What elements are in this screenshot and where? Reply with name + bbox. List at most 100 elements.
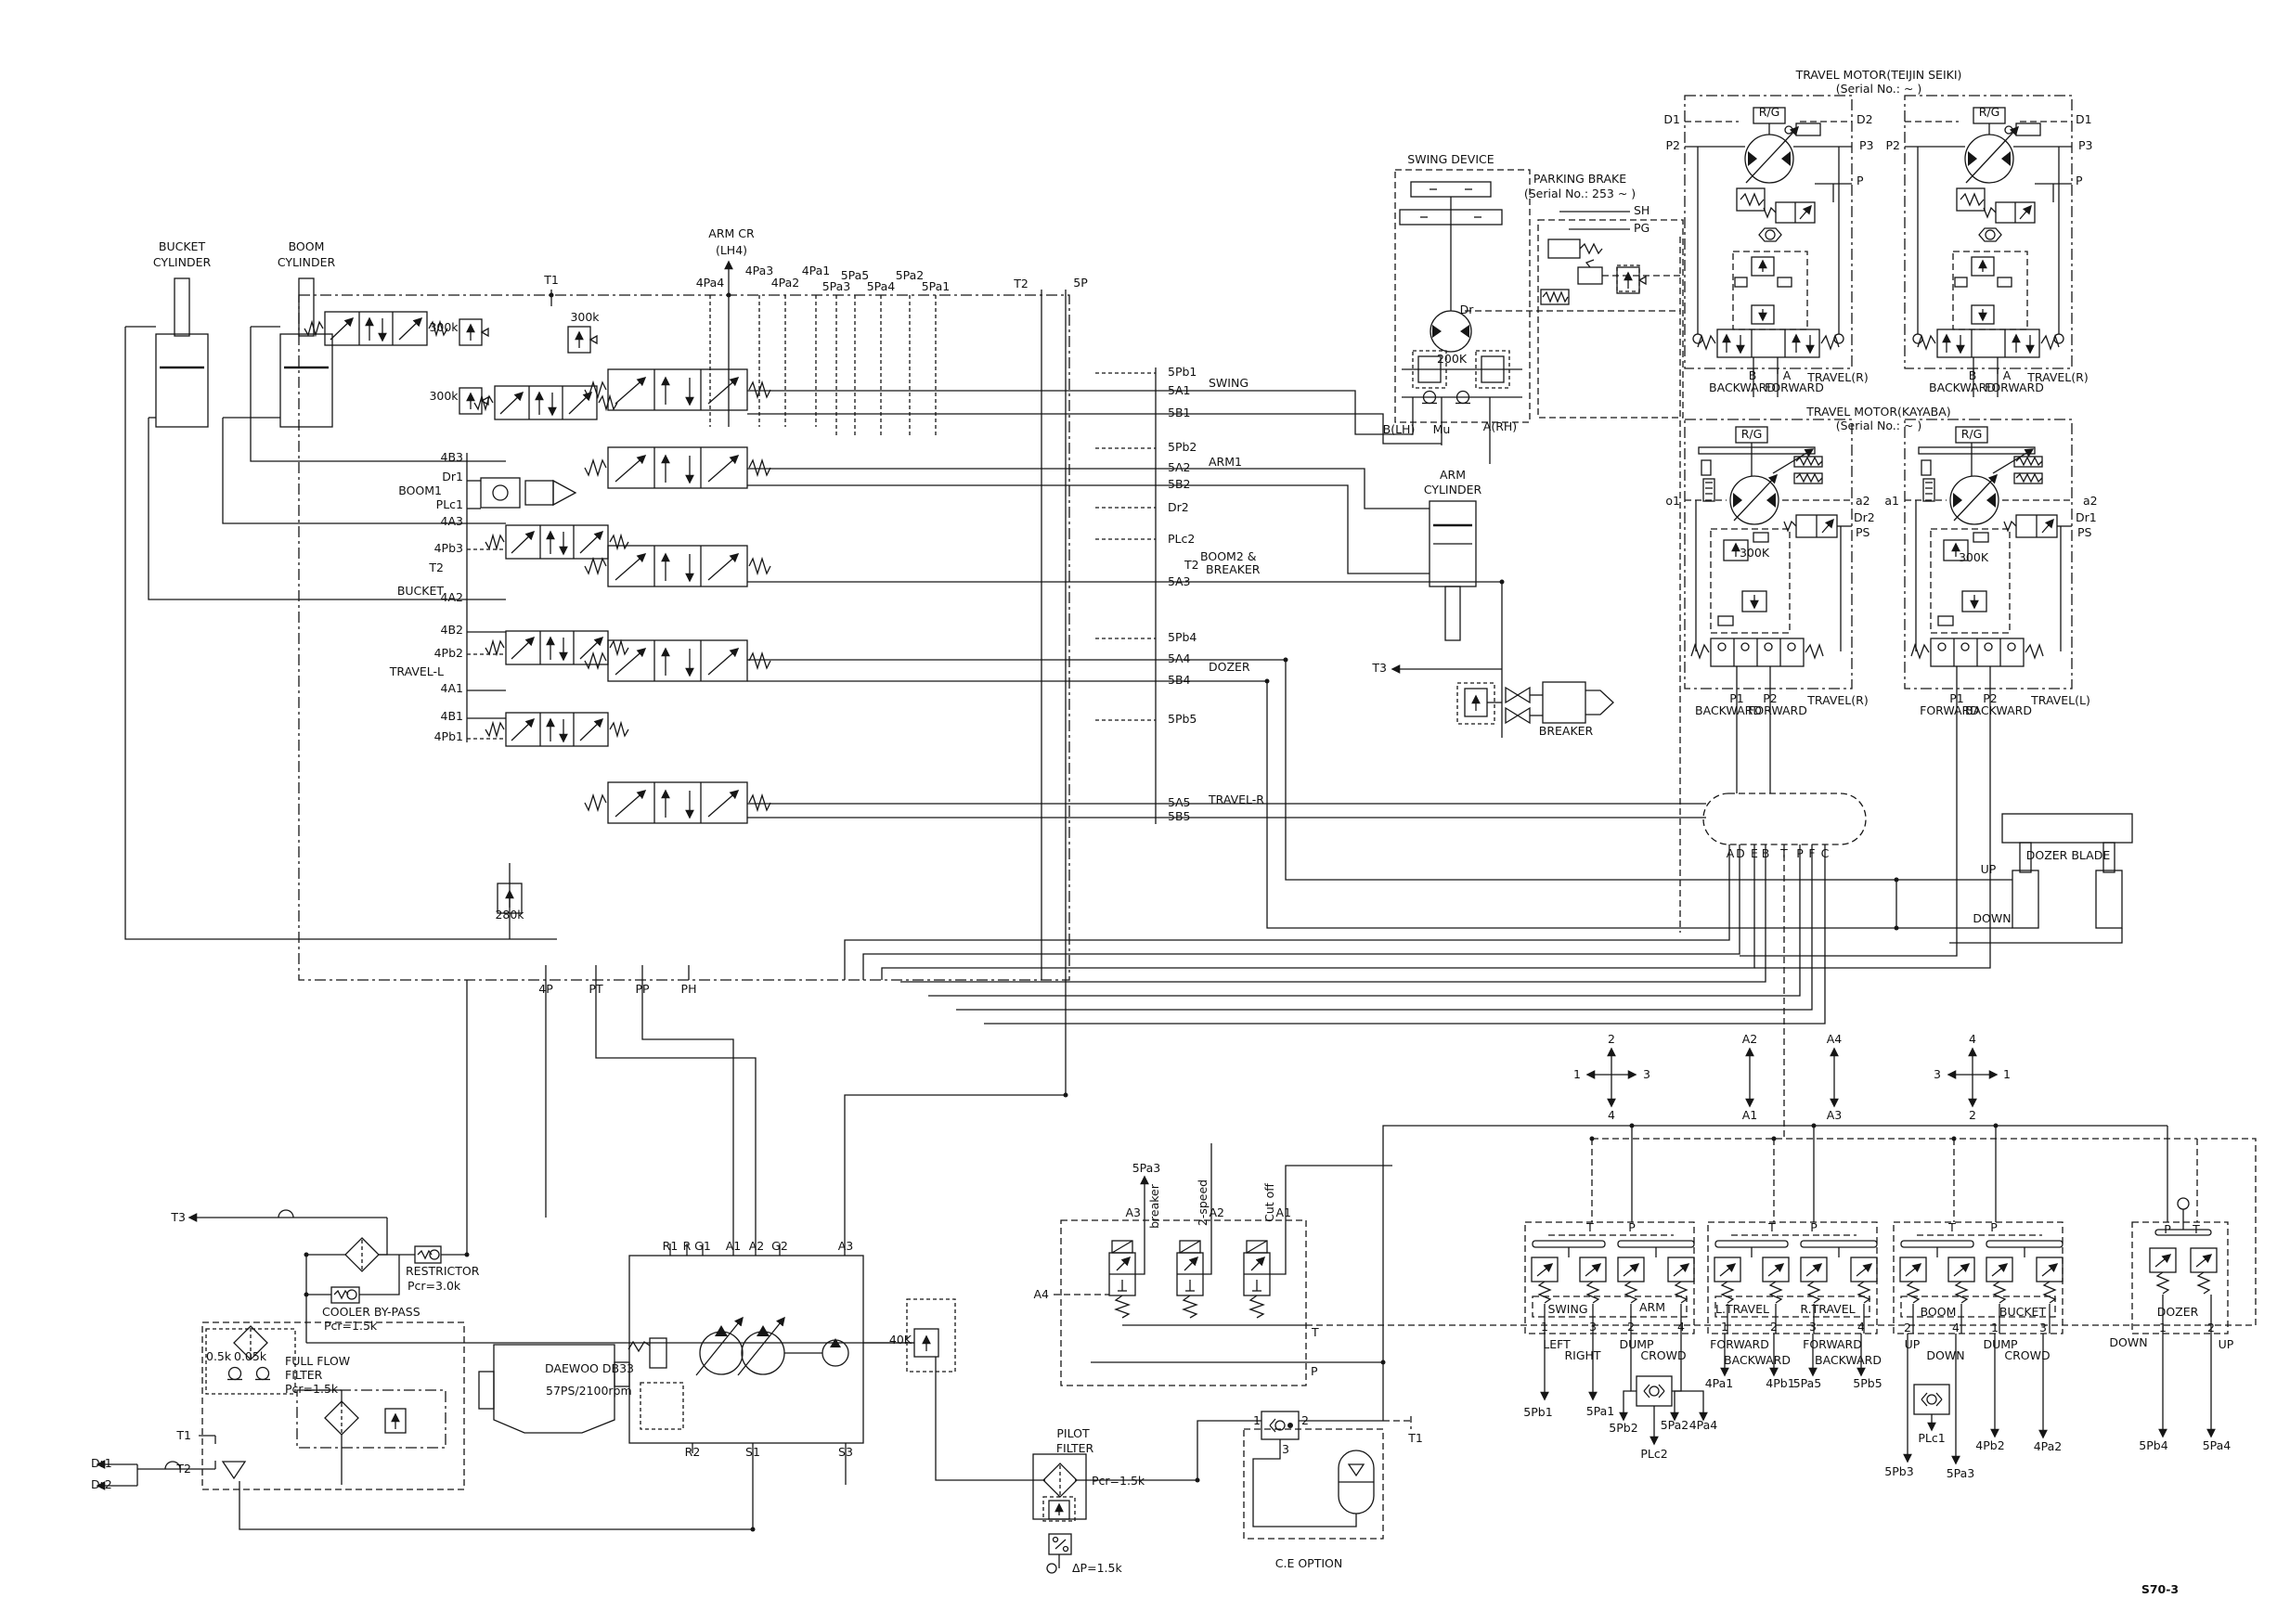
diagram-label: A1 xyxy=(726,1239,742,1253)
diagram-label: A xyxy=(1727,846,1735,860)
diagram-label: 5Pa2 xyxy=(1661,1418,1689,1432)
diagram-label: UP xyxy=(1905,1337,1921,1351)
diagram-label: FORWARD xyxy=(1920,703,1979,717)
diagram-label: D1 xyxy=(2076,112,2092,126)
diagram-label: 1 xyxy=(2159,1321,2167,1334)
travel-motor-teijin-left xyxy=(1685,96,1852,374)
diagram-label: DUMP xyxy=(1619,1337,1654,1351)
diagram-label: T xyxy=(1947,1220,1956,1234)
diagram-label: R2 xyxy=(685,1445,701,1459)
diagram-label: A2 xyxy=(1209,1205,1224,1219)
diagram-label: PP xyxy=(635,982,650,996)
diagram-label: R xyxy=(683,1239,692,1253)
diagram-label: R1 xyxy=(663,1239,679,1253)
diagram-label: 5A2 xyxy=(1168,460,1190,474)
diagram-label: 3 xyxy=(1589,1320,1597,1334)
diagram-label: 5Pa1 xyxy=(1586,1404,1615,1418)
diagram-label: 4 xyxy=(1952,1321,1960,1334)
diagram-label: TRAVEL(L) xyxy=(2030,693,2090,707)
diagram-label: 3 xyxy=(1934,1067,1941,1081)
diagram-label: SWING xyxy=(1209,376,1249,390)
diagram-label: FORWARD xyxy=(1985,380,2044,394)
diagram-label: TRAVEL(R) xyxy=(2026,370,2088,384)
diagram-label: 4A1 xyxy=(441,681,463,695)
diagram-label: 5Pa3 xyxy=(1947,1466,1975,1480)
diagram-label: A4 xyxy=(1033,1287,1049,1301)
diagram-label: 2 xyxy=(1770,1320,1778,1334)
diagram-label: Dr1 xyxy=(442,470,463,483)
diagram-label: 5Pa5 xyxy=(1793,1376,1822,1390)
diagram-label: 5Pa3 xyxy=(822,279,851,293)
diagram-label: 1 xyxy=(1573,1067,1581,1081)
diagram-label: 4Pa2 xyxy=(2034,1439,2063,1453)
diagram-label: 300k xyxy=(429,389,459,403)
diagram-label: (Serial No.: ~ ) xyxy=(1836,419,1921,432)
diagram-label: BACKWARD xyxy=(1709,380,1776,394)
diagram-label: SWING DEVICE xyxy=(1407,152,1494,166)
diagram-label: ARM1 xyxy=(1209,455,1242,469)
diagram-label: 3 xyxy=(2039,1321,2047,1334)
diagram-label: 2 xyxy=(1904,1321,1911,1334)
diagram-label: Pcr=1.5k xyxy=(1092,1474,1145,1488)
diagram-label: 300K xyxy=(1740,546,1770,560)
rcv-dozer xyxy=(2131,1197,2229,1438)
diagram-label: P xyxy=(1810,1220,1818,1234)
diagram-label: S3 xyxy=(838,1445,853,1459)
diagram-label: C xyxy=(1821,846,1830,860)
diagram-label: 4 xyxy=(1677,1320,1685,1334)
diagram-label: SH xyxy=(1634,203,1650,217)
diagram-label: T1 xyxy=(175,1428,191,1442)
diagram-label: 2 xyxy=(2207,1321,2215,1334)
diagram-label: P3 xyxy=(1859,138,1874,152)
diagram-label: PLc1 xyxy=(436,497,463,511)
diagram-label: A2 xyxy=(1742,1032,1758,1046)
shuttle-and-ce-option xyxy=(1243,1362,1412,1540)
diagram-label: B xyxy=(1749,368,1757,382)
diagram-label: 5P xyxy=(1073,276,1088,290)
diagram-label: 300k xyxy=(429,320,459,334)
diagram-label: L.TRAVEL xyxy=(1715,1302,1769,1316)
rcv-travel xyxy=(1708,1222,1877,1377)
diagram-label: T2 xyxy=(175,1462,191,1476)
diagram-label: 300K xyxy=(1959,550,1989,564)
diagram-label: 4 xyxy=(1608,1108,1615,1122)
diagram-label: 3 xyxy=(1809,1320,1817,1334)
diagram-label: R/G xyxy=(1979,105,2000,119)
diagram-label: 5Pa5 xyxy=(841,268,870,282)
diagram-label: TRAVEL(R) xyxy=(1806,693,1868,707)
diagram-label: CYLINDER xyxy=(278,255,336,269)
diagram-label: 1 xyxy=(1541,1320,1548,1334)
diagram-label: (Serial No.: 253 ~ ) xyxy=(1524,187,1636,200)
diagram-label: TRAVEL(R) xyxy=(1806,370,1868,384)
diagram-label: Dr2 xyxy=(1168,500,1189,514)
diagram-label: D xyxy=(1736,846,1745,860)
diagram-label: T xyxy=(1779,846,1788,860)
diagram-label: 4B1 xyxy=(441,709,463,723)
diagram-label: ARM xyxy=(1639,1300,1665,1314)
diagram-label: 5Pa1 xyxy=(922,279,951,293)
junction-dots xyxy=(304,292,1505,1532)
diagram-label: breaker xyxy=(1147,1183,1161,1229)
diagram-label: Pcr=3.0k xyxy=(408,1279,461,1293)
diagram-label: A2 xyxy=(749,1239,765,1253)
dozer-blade xyxy=(1156,659,2133,944)
diagram-label: Cut off xyxy=(1262,1183,1276,1222)
diagram-label: P2 xyxy=(1983,691,1998,705)
diagram-label: S70-3 xyxy=(2141,1582,2179,1596)
diagram-label: C.E OPTION xyxy=(1275,1556,1342,1570)
diagram-label: ΔP=1.5k xyxy=(1072,1561,1122,1575)
diagram-label: P3 xyxy=(2078,138,2093,152)
diagram-label: RESTRICTOR xyxy=(406,1264,480,1278)
arm-cylinder xyxy=(1156,468,1477,641)
diagram-label: 4 xyxy=(1969,1032,1976,1046)
diagram-label: BREAKER xyxy=(1206,562,1261,576)
diagram-label: BUCKET xyxy=(1999,1305,2047,1319)
diagram-label: P2 xyxy=(1763,691,1778,705)
diagram-label: FORWARD xyxy=(1748,703,1807,717)
diagram-label: Mu xyxy=(1433,422,1451,436)
diagram-label: Pcr=1.5k xyxy=(324,1319,378,1333)
diagram-label: Dr2 xyxy=(1854,510,1875,524)
diagram-label: G1 xyxy=(694,1239,711,1253)
diagram-label: P2 xyxy=(1886,138,1901,152)
